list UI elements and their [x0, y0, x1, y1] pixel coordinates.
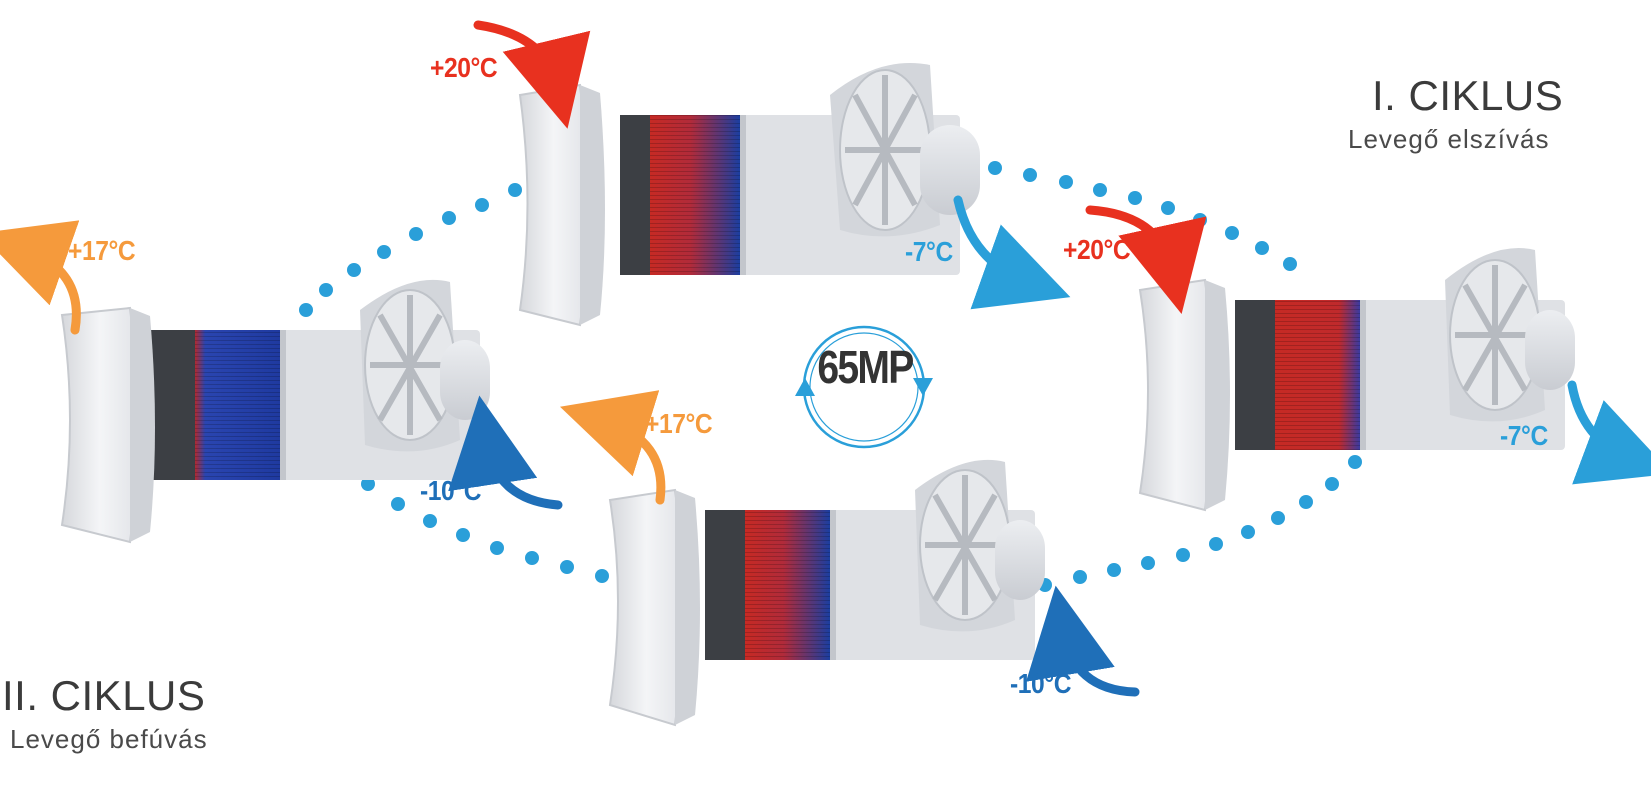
timer-cycle-indicator	[795, 325, 933, 449]
arrow-cold-left-in	[448, 395, 563, 510]
ventilation-unit-bottom	[608, 459, 1045, 727]
arrow-warm-top-in	[473, 20, 591, 129]
temp-top-unit-out: -7°C	[905, 236, 953, 267]
cycle2-subtitle: Levegő befúvás	[10, 724, 208, 754]
arrow-cold-right-out	[1567, 380, 1651, 485]
arrow-cold-top-out	[953, 195, 1071, 310]
cycle-arrow-up-icon	[795, 378, 815, 396]
arrow-warm-left-out	[0, 220, 81, 335]
ventilation-unit-left	[60, 279, 490, 544]
airflow-arrows	[0, 20, 1651, 697]
ventilation-unit-right	[1138, 248, 1575, 512]
ventilation-unit-top	[518, 63, 980, 327]
temp-bottom-unit-out: +17°C	[645, 408, 713, 439]
temp-left-unit-in: -10°C	[420, 475, 482, 506]
arrow-warm-right-in	[1085, 205, 1207, 314]
cycle1-subtitle: Levegő elszívás	[1348, 124, 1550, 154]
temp-bottom-unit-in: -10°C	[1010, 668, 1072, 699]
cycle1-title: I. CIKLUS	[1372, 72, 1564, 119]
arrow-warm-bottom-out	[559, 390, 666, 505]
timer-label: 65MP	[817, 341, 914, 393]
cycle-arrow-down-icon	[913, 378, 933, 396]
temp-right-unit-out: -7°C	[1500, 420, 1548, 451]
temp-left-unit-out: +17°C	[68, 235, 136, 266]
temp-right-unit-in: +20°C	[1063, 234, 1131, 265]
cycle2-title: II. CIKLUS	[2, 672, 206, 719]
temp-top-unit-in: +20°C	[430, 52, 498, 83]
arrow-cold-bottom-in	[1026, 585, 1140, 697]
dots-top-left	[299, 183, 522, 317]
